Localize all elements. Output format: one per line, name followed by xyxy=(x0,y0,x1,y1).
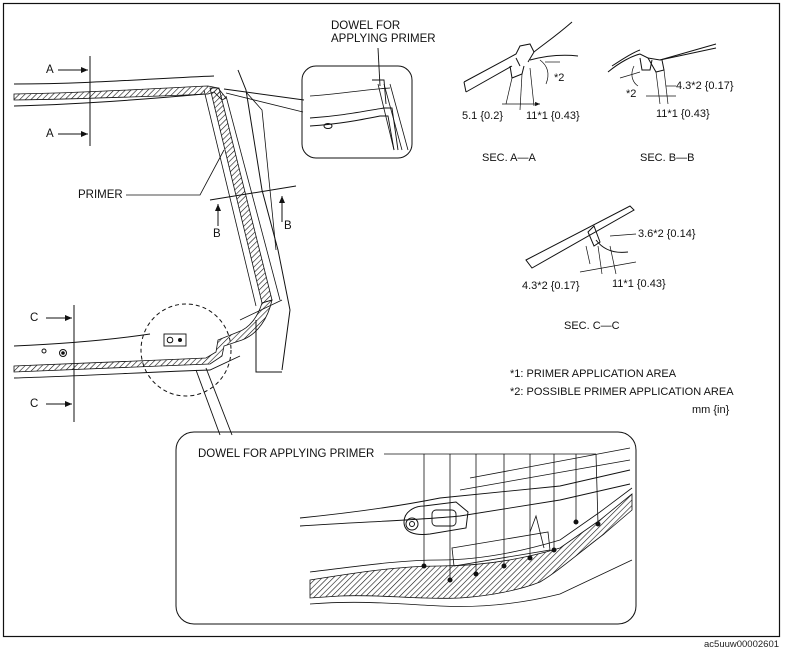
windshield-main-view xyxy=(13,69,305,379)
sec-bb-angle: *2 xyxy=(626,88,637,100)
dowel-detail-box xyxy=(175,431,637,625)
sec-cc-title: SEC. C—C xyxy=(564,320,620,332)
note-primer-area: *1: PRIMER APPLICATION AREA xyxy=(510,368,677,380)
sec-aa-dim-left: 5.1 {0.2} xyxy=(462,110,503,122)
figure-reference: ac5uuw00002601 xyxy=(704,639,780,650)
section-cc-drawing xyxy=(525,205,637,275)
section-a-top-letter: A xyxy=(46,64,54,76)
sec-cc-dim-right: 11*1 {0.43} xyxy=(612,278,666,290)
section-c-top-letter: C xyxy=(30,312,39,324)
sec-aa-angle: *2 xyxy=(554,72,565,84)
section-marker-c xyxy=(46,305,75,422)
section-b-left-letter: B xyxy=(213,228,221,240)
primer-label: PRIMER xyxy=(78,189,123,201)
section-a-bottom-letter: A xyxy=(46,128,54,140)
note-possible-primer-area: *2: POSSIBLE PRIMER APPLICATION AREA xyxy=(510,386,734,398)
dowel-top-label-line1: DOWEL FOR xyxy=(331,20,401,32)
section-aa-drawing xyxy=(463,21,579,111)
section-marker-b xyxy=(209,185,297,226)
unit-note: mm {in} xyxy=(692,404,730,416)
sec-aa-title: SEC. A—A xyxy=(482,152,536,164)
section-bb-drawing xyxy=(607,43,717,105)
sec-aa-dim-right: 11*1 {0.43} xyxy=(526,110,580,122)
outer-border xyxy=(2,2,781,638)
sec-bb-title: SEC. B—B xyxy=(640,152,695,164)
sec-bb-dim-top: 4.3*2 {0.17} xyxy=(676,80,734,92)
detail-dashed-circle xyxy=(140,303,232,397)
sec-cc-dim-top: 3.6*2 {0.14} xyxy=(638,228,696,240)
dowel-detail-label: DOWEL FOR APPLYING PRIMER xyxy=(198,448,375,460)
magnified-dowel-top xyxy=(301,65,413,159)
section-marker-a xyxy=(58,56,91,146)
dowel-top-label-line2: APPLYING PRIMER xyxy=(331,33,436,45)
sec-cc-dim-left: 4.3*2 {0.17} xyxy=(522,280,580,292)
sec-bb-dim-bottom: 11*1 {0.43} xyxy=(656,108,710,120)
section-c-bottom-letter: C xyxy=(30,398,39,410)
section-b-right-letter: B xyxy=(284,220,292,232)
